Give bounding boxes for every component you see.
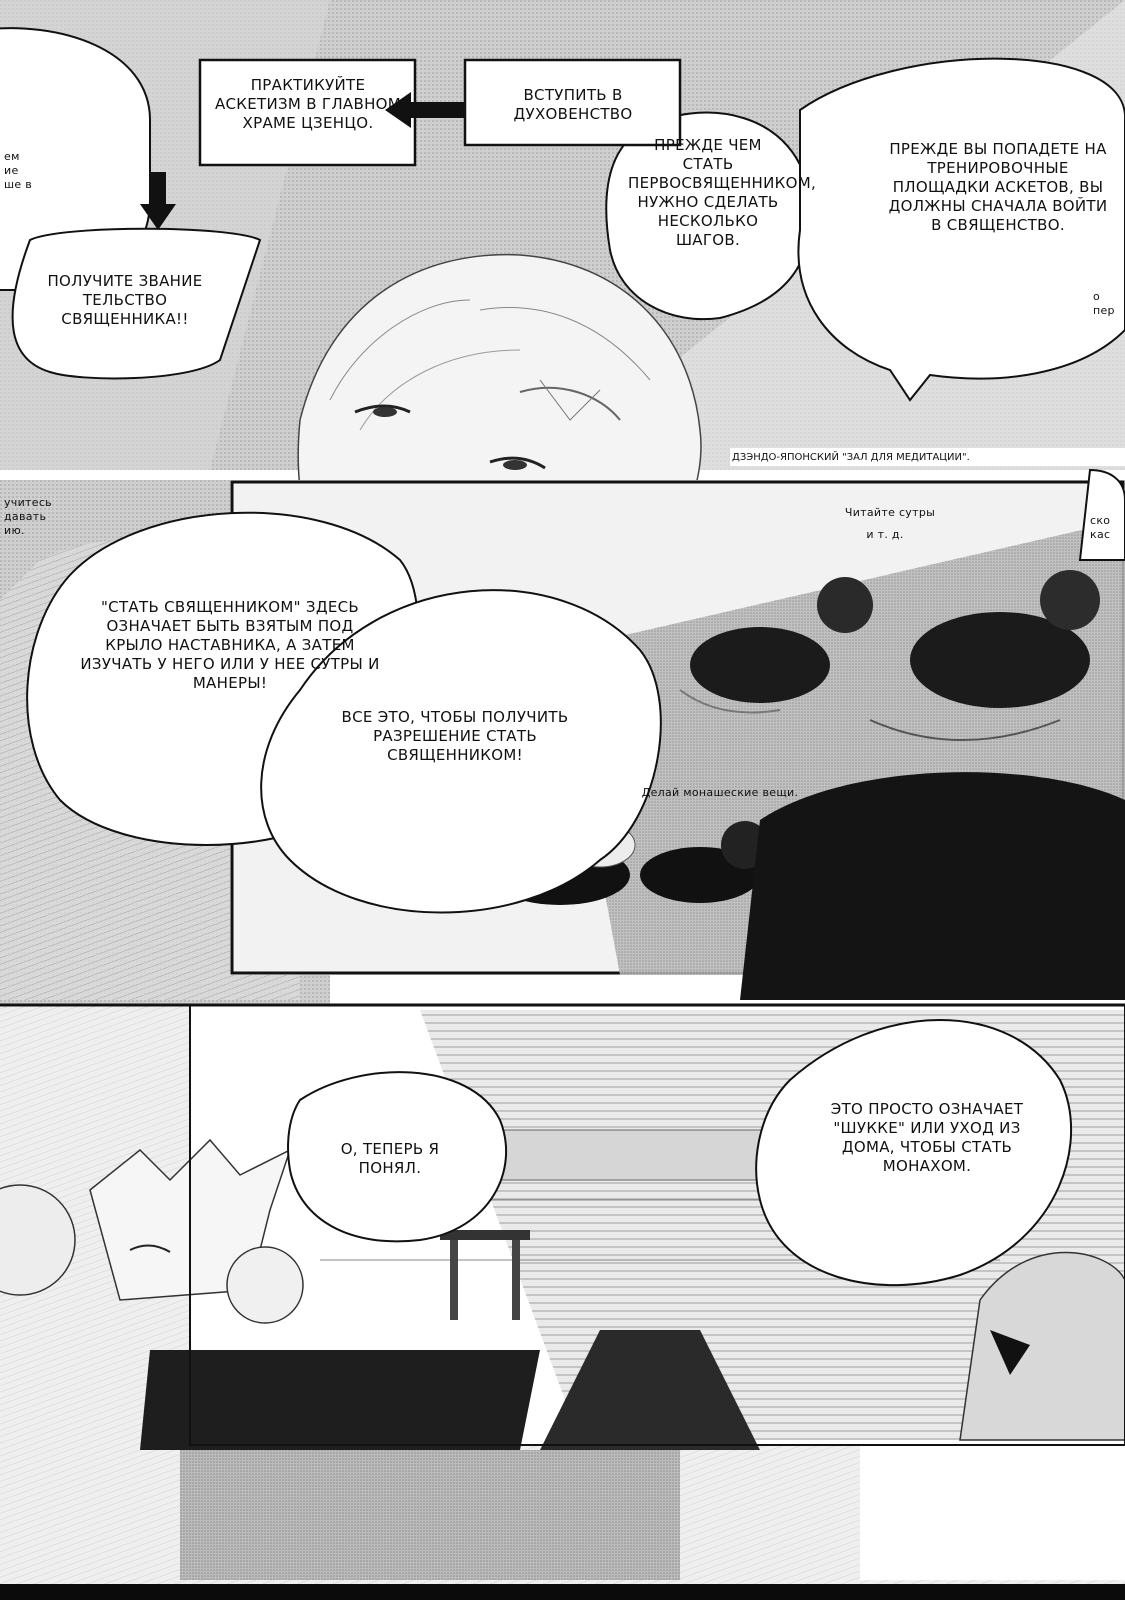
kneeling-monk-right: [869, 570, 1100, 741]
balloon-shape-shukke: [755, 1019, 1073, 1286]
get-rank-balloon-text: Получите звание тельство священника!!: [47, 272, 203, 328]
right-edge-character: [959, 1251, 1125, 1441]
become-priest-balloon-text: "Стать священником" здесь означает быть …: [80, 598, 380, 692]
box-practice: [198, 58, 417, 167]
round-hair-character: [226, 1246, 304, 1324]
steps-balloon-text: Прежде чем стать первосвященником, нужно…: [628, 136, 817, 249]
balloon-shape-get-rank: [11, 227, 262, 380]
left-edge-character: [0, 1184, 76, 1296]
kneeling-monk-top: [679, 577, 873, 714]
read-sutras-caption: Читайте сутры: [844, 506, 936, 519]
left-edge-fragment-mid: учитесь давать ию.: [4, 496, 52, 537]
balloon-shape-steps: [605, 111, 812, 321]
balloon-shape-right-edge: [1078, 468, 1125, 561]
meditation-hall-caption: Дзэндо-японский "Зал для медитации".: [732, 452, 970, 463]
balloon-shape-before-training: [797, 57, 1125, 402]
enter-clergy-box-text: Вступить в духовенство: [513, 86, 633, 123]
box-enter-clergy: [463, 58, 682, 147]
practice-box-text: Практикуйте аскетизм в главном храме Цзе…: [214, 76, 402, 132]
before-training-balloon-text: Прежде вы попадете на тренировочные площ…: [888, 140, 1108, 234]
balloon-shape-understood: [287, 1071, 508, 1243]
bottom-edge-bar: [0, 1584, 1125, 1600]
left-edge-fragment-top: ем ие ше в: [4, 150, 33, 191]
understood-balloon-text: О, теперь я понял.: [340, 1140, 440, 1177]
all-this-balloon-text: Все это, чтобы получить разрешение стать…: [341, 708, 569, 764]
temple-gate: [440, 1230, 530, 1320]
arrow-left-icon: [385, 92, 465, 128]
right-panel-edge-fragment: ско кас: [1090, 514, 1111, 541]
right-edge-fragment-top: о пер: [1093, 290, 1115, 317]
read-sutras-caption-etc: и т. д.: [866, 528, 904, 541]
arrow-down-icon: [140, 172, 176, 230]
shukke-balloon-text: Это просто означает "шукке" или уход из …: [830, 1100, 1024, 1175]
monk-things-caption: Делай монашеские вещи.: [641, 786, 799, 799]
balloon-shape-all-this: [260, 589, 662, 914]
